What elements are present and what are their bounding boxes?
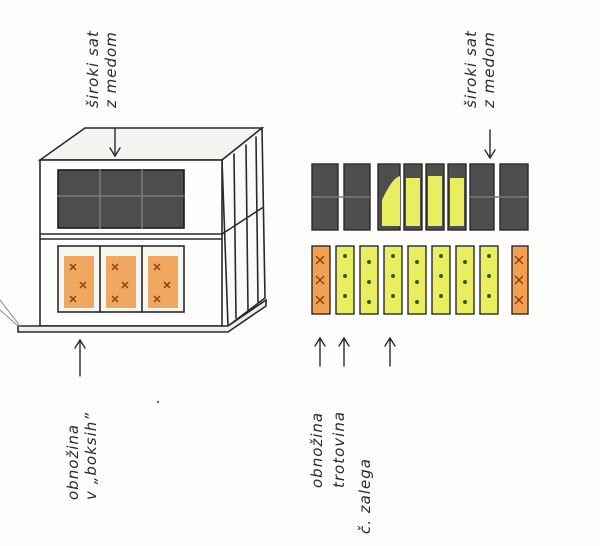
frame-drone: [335, 245, 355, 315]
arrow-honey-super-right: [484, 129, 496, 160]
label-honey-super-right-1: široki sat: [462, 30, 480, 108]
honey-super-panel: [57, 169, 185, 229]
frames-brood-row: [311, 245, 529, 315]
pollen-box: [106, 256, 136, 308]
label-pollen-box-2: v „boksih”: [82, 411, 100, 500]
arrows-left: [74, 127, 121, 377]
frame-crosses: [315, 255, 524, 305]
label-honey-super-left-2: z medom: [102, 31, 120, 108]
pollen-box: [148, 256, 178, 308]
brood-arch: [382, 176, 464, 226]
pollen-cross-marks: [69, 263, 171, 303]
frame-pollen: [311, 245, 331, 315]
frame-brood: [431, 245, 451, 315]
frame-drone: [479, 245, 499, 315]
arrow-honey-super-left: [109, 127, 121, 158]
arrow-drone: [338, 336, 350, 367]
pencil-dot: [156, 400, 160, 404]
label-pollen-ring-1: obnožina: [308, 411, 326, 488]
pollen-boxes: [64, 256, 178, 308]
hive-side-face: [221, 126, 266, 328]
label-pollen-box-1: obnožina: [64, 423, 82, 500]
arrow-pollen-ring: [314, 336, 326, 367]
frame-pollen: [511, 245, 529, 315]
label-honey-super-left-1: široki sat: [84, 30, 102, 108]
frame-brood: [383, 245, 403, 315]
label-honey-super-right-2: z medom: [480, 31, 498, 108]
frame-dots: [343, 254, 491, 304]
label-brood: č. zalega: [356, 458, 374, 534]
arrow-brood: [384, 336, 396, 367]
label-pollen-ring-2: trotovina: [330, 410, 348, 488]
arrow-pollen-box: [74, 338, 86, 377]
arrows-right: [314, 129, 496, 367]
pollen-box: [64, 256, 94, 308]
